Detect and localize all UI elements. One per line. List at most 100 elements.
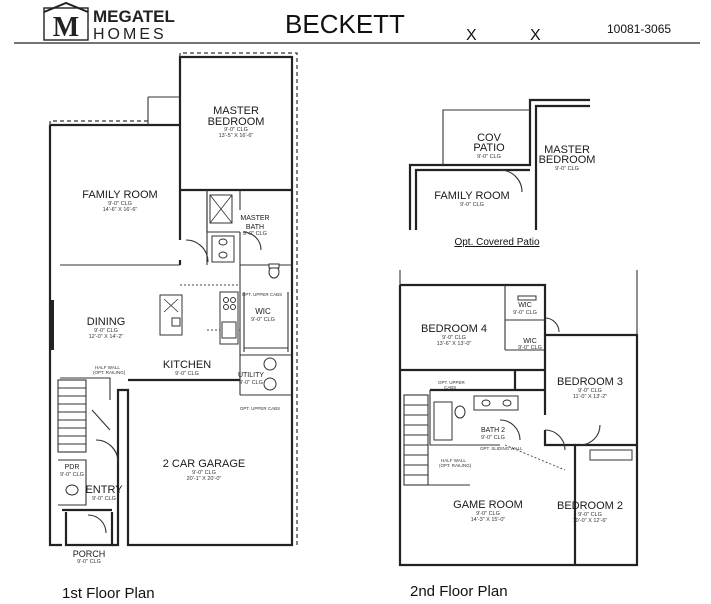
label-game-room: GAME ROOM [453,499,523,511]
kitchen-island [159,294,183,336]
patio-option-plan [408,98,590,230]
master-door-swing [185,239,209,263]
label-utility: UTILITY [238,372,264,379]
label-bedroom-3: BEDROOM 3 [557,376,623,388]
label-patio-family-room: FAMILY ROOM [434,190,509,202]
clg-cov-patio: 9'-0" CLG [477,154,501,160]
garage-entry-door [95,439,119,463]
clg-master-bath: 9'-0" CLG [243,231,267,237]
brand-bottom: HOMES [93,26,167,43]
opt-sliding-wall [504,444,566,471]
clg-patio-family-room: 9'-0" CLG [460,202,484,208]
bedroom-2-closet [589,449,633,461]
label-pdr: PDR [65,464,80,471]
label-kitchen: KITCHEN [163,359,211,371]
clg-bedroom-3: 9'-0" CLG [578,388,602,394]
note-half-wall-2: (OPT. RAILING) [93,370,126,375]
note-half-wall-1: HALF WALL [95,365,120,370]
caption-second-floor: 2nd Floor Plan [410,583,508,600]
plan-name: BECKETT [285,9,405,39]
first-floor-labels: MASTER BEDROOM 9'-0" CLG 13'-5" X 16'-6"… [60,105,282,602]
patio-outline [442,109,530,165]
brand-top: MEGATEL [93,7,175,26]
clg-bedroom-2: 9'-0" CLG [578,512,602,518]
size-bedroom-3: 11'-0" X 13'-2" [573,394,607,400]
note-upper-cabs-b: CABS [444,385,456,390]
logo-mark: M [53,12,79,43]
clg-game-room: 9'-0" CLG [476,511,500,517]
size-bedroom-2: 10'-0" X 12'-6" [573,518,608,524]
toilet-2 [454,405,466,419]
header: M MEGATEL HOMES BECKETT X X 10081-3065 [14,1,700,44]
clg-utility: 9'-0" CLG [239,380,263,386]
clg-bath-2: 9'-0" CLG [481,435,505,441]
first-floor-dashed-outline [179,52,298,545]
label-dining: DINING [87,316,126,328]
clg-patio-master: 9'-0" CLG [555,166,579,172]
caption-first-floor: 1st Floor Plan [62,585,155,602]
kitchen-dotted-line [180,284,241,331]
note-sliding-wall: OPT. SLIDING WALL [480,446,523,451]
label-master-bedroom-1: MASTER [213,105,259,117]
clg-kitchen: 9'-0" CLG [175,371,199,377]
bath-2-walls [429,390,500,446]
second-floor-stairs [403,394,429,486]
label-master-bath-2: BATH [246,224,264,231]
clg-dining: 9'-0" CLG [94,328,118,334]
first-floor-stairs [57,379,87,453]
clg-porch: 9'-0" CLG [77,559,101,565]
patio-door-swing [499,169,523,193]
washer [263,357,277,371]
label-porch: PORCH [73,549,106,559]
first-floor-exterior-wall [50,55,294,547]
first-floor-dashed-outline-2 [49,120,150,125]
label-entry: ENTRY [85,484,123,496]
second-floor-labels: BEDROOM 4 9'-0" CLG 13'-6" X 13'-0" WIC … [410,302,623,600]
porch-walls [64,512,114,547]
label-cov-1: COV [477,132,502,144]
clg-bedroom-4: 9'-0" CLG [442,335,466,341]
label-bedroom-2: BEDROOM 2 [557,500,623,512]
second-floor-plan [398,270,639,567]
size-family-room: 14'-6" X 16'-6" [103,207,138,213]
size-game-room: 14'-3" X 15'-0" [471,517,506,523]
first-floor-plan [48,52,298,547]
label-patio-master-2: BEDROOM [539,154,596,166]
label-bedroom-4: BEDROOM 4 [421,323,487,335]
half-wall [60,377,111,400]
plan-number: 10081-3065 [607,22,671,36]
note-half-wall-b: (OPT. RAILING) [439,463,472,468]
label-patio-master-1: MASTER [544,144,590,156]
patio-option-labels: COV PATIO 9'-0" CLG FAMILY ROOM 9'-0" CL… [434,132,595,248]
label-cov-2: PATIO [473,142,505,154]
clg-family-room: 9'-0" CLG [108,201,132,207]
size-master-bedroom: 13'-5" X 16'-6" [219,133,254,139]
label-wic: WIC [255,307,271,316]
caption-opt-covered-patio: Opt. Covered Patio [454,237,539,248]
clg-pdr: 9'-0" CLG [60,472,84,478]
clg-wic-1: 9'-0" CLG [513,310,537,316]
utility-walls [239,355,292,396]
label-wic-2: WIC [523,338,537,345]
size-garage: 20'-1" X 20'-0" [187,476,222,482]
vanity [211,235,235,263]
clg-entry: 9'-0" CLG [92,496,116,502]
first-floor-west-wall [48,125,62,547]
note-upper-cabs-2: OPT. UPPER CABS [240,406,280,411]
clg-wic: 9'-0" CLG [251,317,275,323]
clg-master-bedroom: 9'-0" CLG [224,127,248,133]
wic-walls-2 [504,285,545,351]
dryer [263,377,277,391]
clg-wic-2: 9'-0" CLG [518,345,542,351]
patio-exterior-wall [408,98,590,230]
clg-garage: 9'-0" CLG [192,470,216,476]
label-bath-2: BATH 2 [481,427,505,434]
label-garage: 2 CAR GARAGE [163,458,246,470]
note-upper-cabs-1: OPT. UPPER CABS [242,292,282,297]
label-master-bedroom-2: BEDROOM [208,116,265,128]
megatel-logo: M MEGATEL HOMES [43,1,175,43]
pdr-walls [58,459,87,506]
note-half-wall-a: HALF WALL [441,458,466,463]
bedroom-3-walls [543,335,577,565]
